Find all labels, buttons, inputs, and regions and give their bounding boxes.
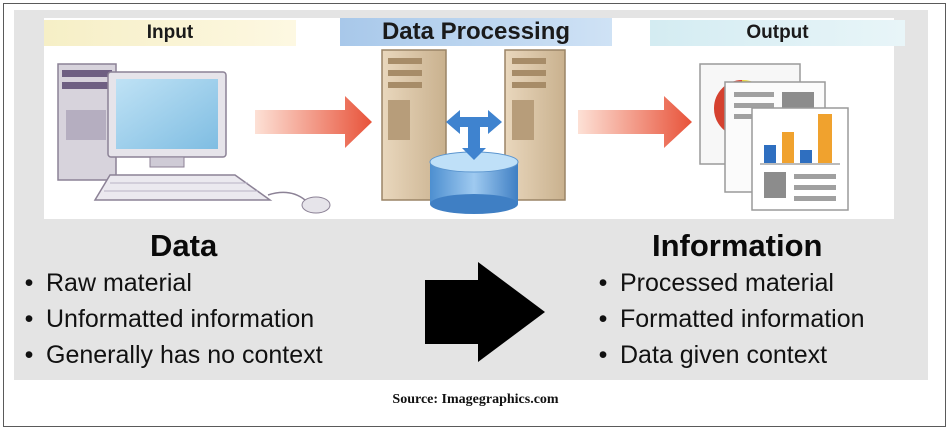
tower-panel [66, 110, 106, 140]
information-heading: Information [652, 228, 823, 263]
tower-drive-1 [62, 70, 112, 77]
sync-arrows-icon [446, 110, 502, 160]
monitor-stand [149, 156, 185, 168]
keyboard-icon [93, 174, 273, 201]
data-item: Raw material [18, 265, 323, 301]
data-item: Unformatted information [18, 301, 323, 337]
transformation-arrow [425, 262, 545, 362]
data-item: Generally has no context [18, 337, 323, 373]
mouse-cable [267, 191, 306, 201]
flow-arrow-input [255, 96, 372, 148]
bar-3 [800, 150, 812, 163]
data-list: Raw material Unformatted information Gen… [18, 265, 323, 373]
stage-input-label: Input [44, 20, 296, 46]
mouse-icon [301, 196, 331, 214]
bar-2 [782, 132, 794, 163]
stage-processing-label: Data Processing [340, 18, 612, 46]
computer-icon [57, 63, 331, 214]
stage-output-label: Output [650, 20, 905, 46]
tower-drive-2 [62, 82, 112, 89]
monitor-screen [116, 79, 218, 149]
information-item: Processed material [592, 265, 865, 301]
information-item: Data given context [592, 337, 865, 373]
source-caption: Source: Imagegraphics.com [392, 392, 559, 407]
information-item: Formatted information [592, 301, 865, 337]
data-heading: Data [150, 228, 218, 263]
information-list: Processed material Formatted information… [592, 265, 865, 373]
bar-1 [764, 145, 776, 163]
bar-4 [818, 114, 832, 163]
flow-arrow-output [578, 96, 692, 148]
report-documents-icon [699, 63, 849, 211]
database-icon [429, 151, 519, 214]
